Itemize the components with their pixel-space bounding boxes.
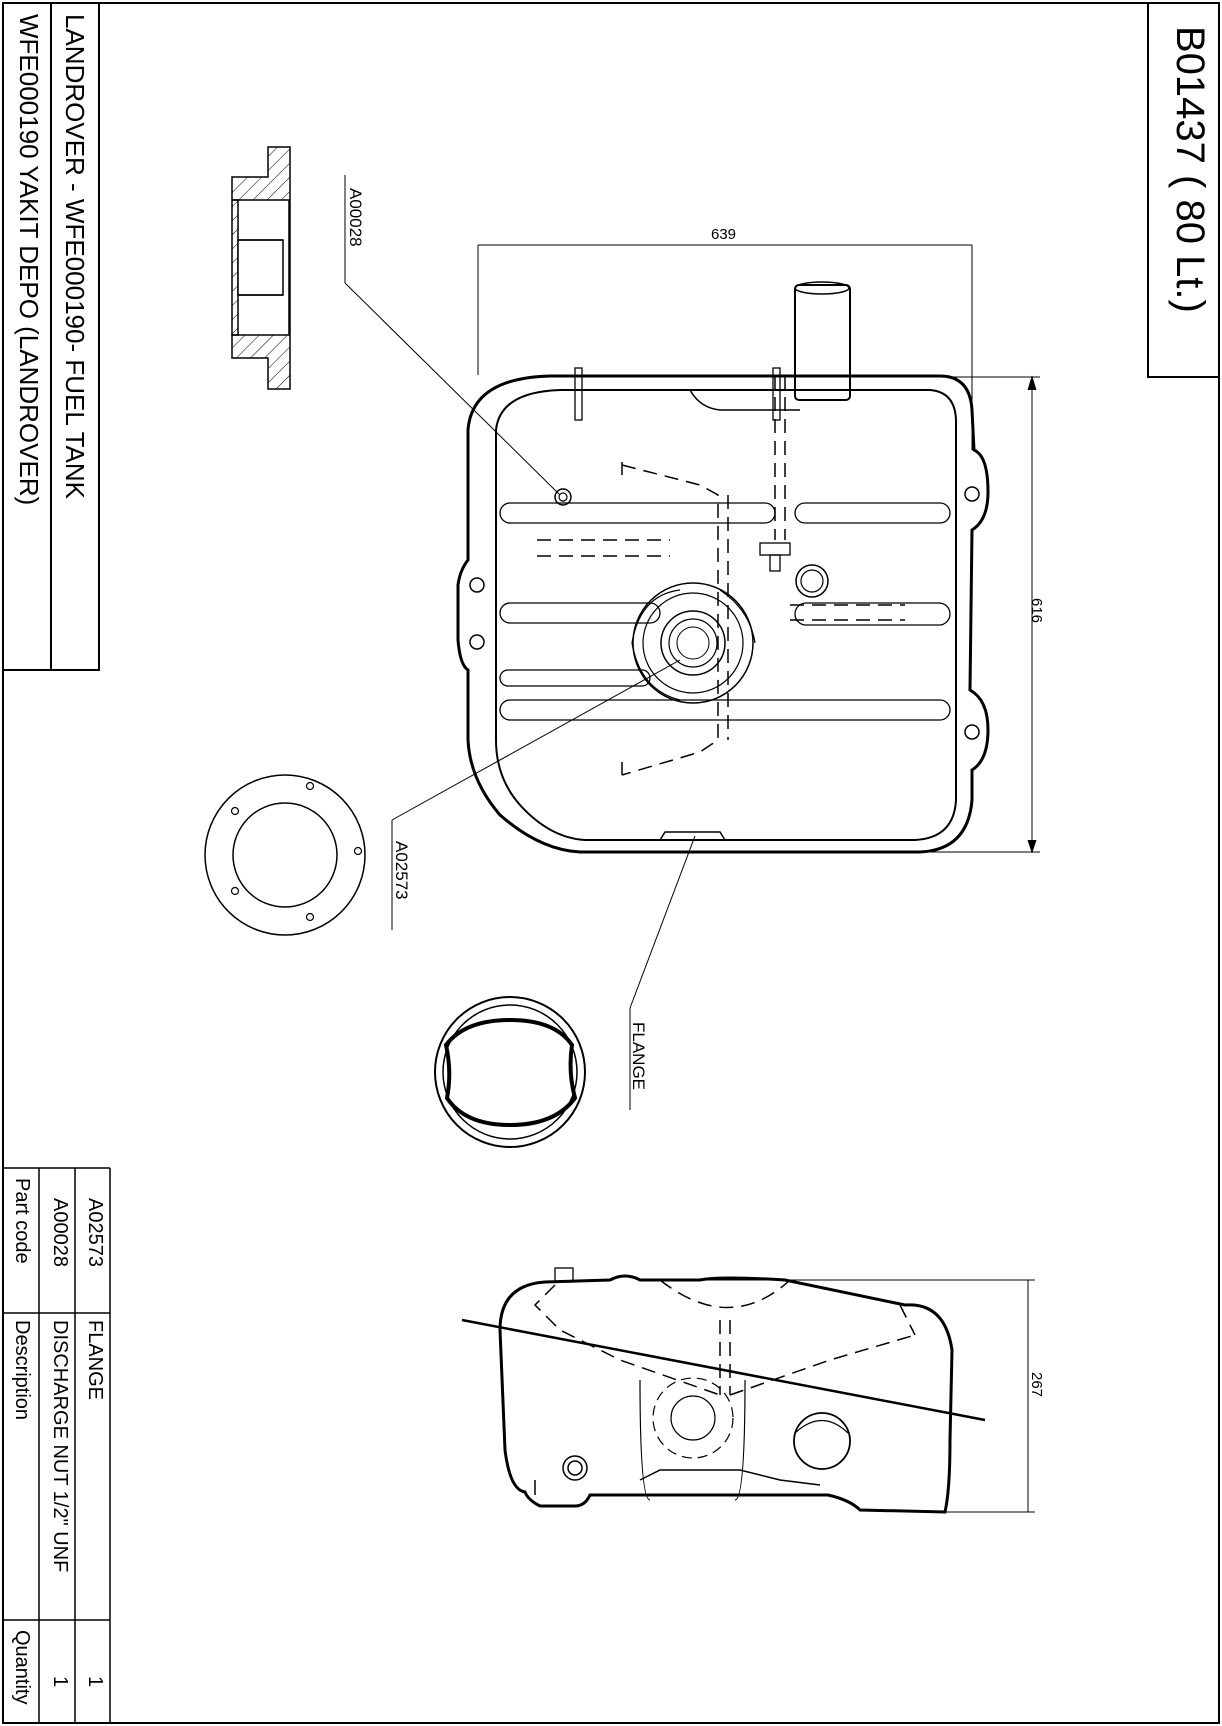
callout-flange: FLANGE bbox=[629, 1022, 648, 1091]
table-header-part-code: Part code bbox=[11, 1178, 33, 1264]
table-header-description: Description bbox=[11, 1320, 33, 1421]
title-block-number bbox=[1147, 2, 1220, 378]
dimension-width: 639 bbox=[711, 226, 737, 243]
flange-section-view bbox=[231, 146, 291, 390]
title-block bbox=[2, 2, 100, 671]
drawing-title-line-1: LANDROVER - WFE000190- FUEL TANK bbox=[60, 14, 90, 499]
fuel-tank-side-view bbox=[461, 1267, 1035, 1514]
dimension-height: 267 bbox=[1028, 1372, 1045, 1398]
flange-nut-view bbox=[434, 996, 586, 1148]
callout-leaders bbox=[344, 175, 696, 1110]
table-row-1-code: A02573 bbox=[84, 1198, 106, 1267]
table-row-2-quantity: 1 bbox=[49, 1676, 71, 1688]
callout-a02573: A02573 bbox=[392, 841, 411, 900]
callout-a00028: A00028 bbox=[346, 188, 365, 247]
table-row-2-code: A00028 bbox=[49, 1198, 71, 1267]
drawing-number: B01437 ( 80 Lt.) bbox=[1168, 26, 1212, 313]
table-row-2-description: DISCHARGE NUT 1/2" UNF bbox=[49, 1320, 71, 1573]
table-row-1-quantity: 1 bbox=[84, 1676, 106, 1688]
flange-ring-view bbox=[204, 774, 366, 936]
drawing-title-line-2: WFE000190 YAKIT DEPO (LANDROVER) bbox=[14, 14, 44, 506]
fuel-tank-top-view bbox=[456, 244, 1040, 854]
table-header-quantity: Quantity bbox=[11, 1630, 33, 1705]
dimension-depth: 616 bbox=[1028, 598, 1045, 624]
parts-table-grid bbox=[3, 1167, 111, 1723]
table-row-1-description: FLANGE bbox=[84, 1320, 106, 1401]
